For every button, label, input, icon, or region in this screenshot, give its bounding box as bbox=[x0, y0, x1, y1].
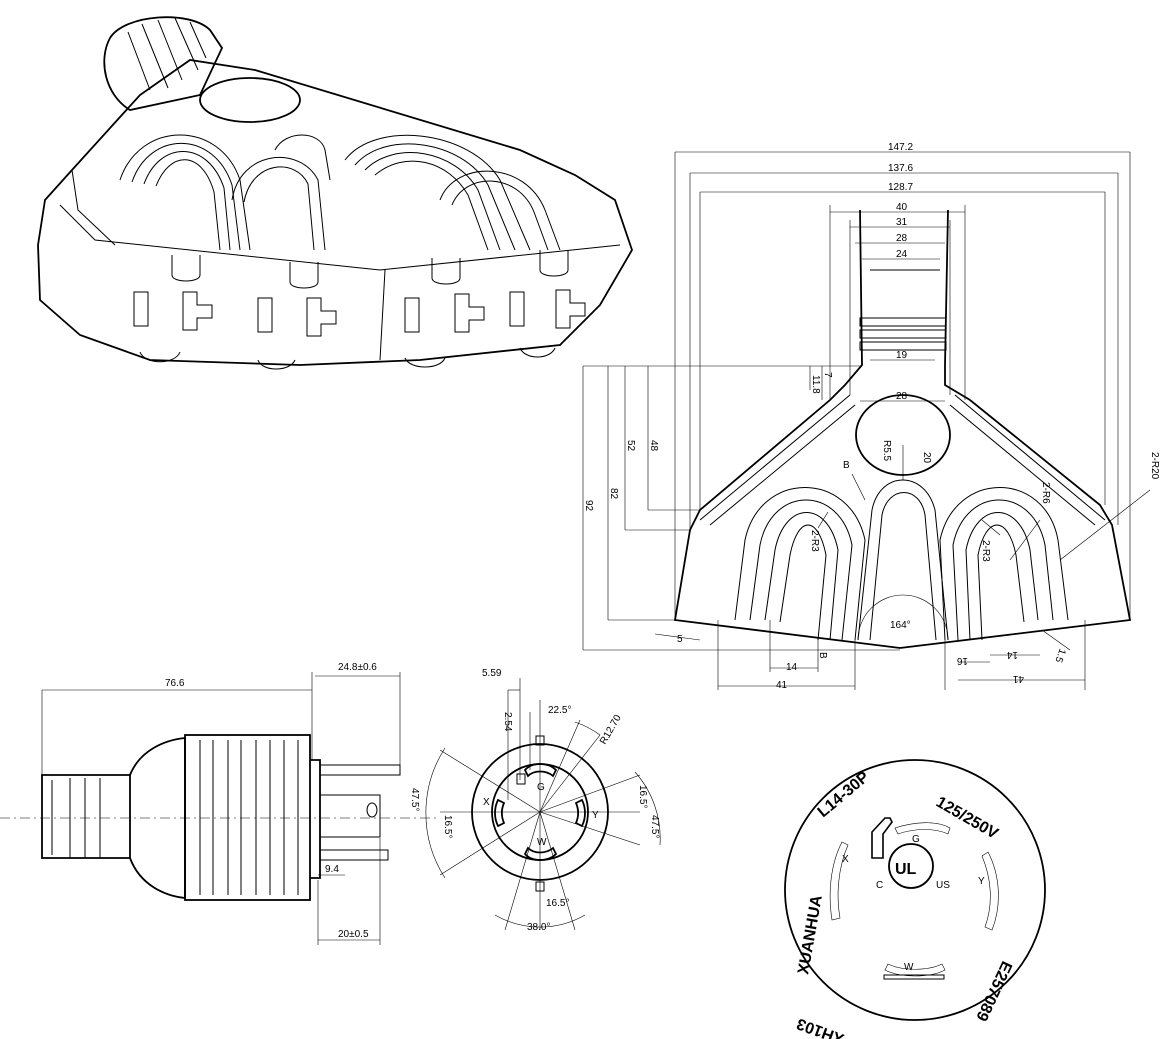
dim-24: 24 bbox=[896, 249, 908, 260]
plug-end-view: 5.59 2.54 22.5° R12.70 47.5° 16.5° 16.5°… bbox=[409, 668, 661, 933]
dim-76-6: 76.6 bbox=[165, 678, 185, 689]
face-letter-g: G bbox=[912, 834, 920, 845]
face-cert: E257089 bbox=[972, 958, 1015, 1023]
dim-41-right: 41 bbox=[1012, 673, 1024, 684]
dim-1-5: 1.5 bbox=[1052, 647, 1067, 664]
ul-c: C bbox=[876, 880, 883, 891]
dim-41-left: 41 bbox=[776, 680, 788, 691]
label-x: X bbox=[483, 797, 490, 808]
dim-5-59: 5.59 bbox=[482, 668, 502, 679]
dim-92: 92 bbox=[583, 500, 594, 512]
dim-82: 82 bbox=[608, 488, 619, 500]
dim-14-left: 14 bbox=[786, 662, 798, 673]
dim-24-8: 24.8±0.6 bbox=[338, 662, 377, 673]
face-letter-w: W bbox=[904, 962, 914, 973]
dim-2-54: 2.54 bbox=[502, 712, 513, 732]
dim-7: 7 bbox=[822, 372, 833, 378]
top-view: 147.2 137.6 128.7 40 31 28 24 19 28 20 R… bbox=[582, 142, 1160, 691]
dim-11-8: 11.8 bbox=[810, 375, 821, 394]
dim-28-hole: 28 bbox=[896, 391, 908, 402]
face-model: L14-30P bbox=[815, 768, 873, 821]
dim-20-hole: 20 bbox=[921, 452, 932, 464]
label-y: Y bbox=[592, 810, 599, 821]
section-b-top: B bbox=[843, 460, 850, 471]
face-letter-x: X bbox=[842, 854, 849, 865]
plug-face-label: UL C US G X Y W L14-30P 125/250V XUANHUA… bbox=[784, 759, 1046, 1039]
plug-side-view: 76.6 24.8±0.6 9.4 20±0.5 bbox=[0, 662, 440, 945]
dim-5: 5 bbox=[677, 634, 683, 645]
dim-48: 48 bbox=[648, 440, 659, 452]
dim-38: 38.0° bbox=[527, 922, 550, 933]
ul-mark: UL bbox=[895, 861, 917, 878]
dim-16-5-left: 16.5° bbox=[442, 815, 453, 838]
dim-r5-5: R5.5 bbox=[881, 440, 892, 462]
dim-47-5-left: 47.5° bbox=[409, 788, 420, 811]
dim-128-7: 128.7 bbox=[888, 182, 913, 193]
dim-31: 31 bbox=[896, 217, 908, 228]
dim-47-5-right: 47.5° bbox=[649, 815, 660, 838]
dim-16-5-bottom: 16.5° bbox=[546, 898, 569, 909]
dim-20: 20±0.5 bbox=[338, 929, 369, 940]
dim-9-4: 9.4 bbox=[325, 864, 339, 875]
dim-22-5: 22.5° bbox=[548, 705, 571, 716]
face-code: XH103 bbox=[794, 1014, 846, 1039]
dim-19: 19 bbox=[896, 350, 908, 361]
dim-16-right: 16 bbox=[956, 655, 968, 666]
label-w: W bbox=[537, 837, 547, 848]
face-rating: 125/250V bbox=[933, 794, 1001, 843]
ul-us: US bbox=[936, 880, 950, 891]
dim-14-right: 14 bbox=[1006, 649, 1018, 660]
dim-164-deg: 164° bbox=[890, 620, 911, 631]
dim-2-r6: 2-R6 bbox=[1040, 482, 1051, 504]
dim-16-5-right: 16.5° bbox=[637, 785, 648, 808]
label-g: G bbox=[537, 782, 545, 793]
face-brand: XUANHUA bbox=[795, 894, 826, 976]
isometric-view bbox=[37, 16, 633, 370]
dim-2-r3-right: 2-R3 bbox=[980, 540, 991, 562]
dim-137-6: 137.6 bbox=[888, 163, 913, 174]
dim-147-2: 147.2 bbox=[888, 142, 913, 153]
dim-28: 28 bbox=[896, 233, 908, 244]
dim-52: 52 bbox=[625, 440, 636, 452]
section-b-bottom: B bbox=[817, 652, 828, 659]
dim-r12-70: R12.70 bbox=[598, 713, 624, 747]
dim-2-r20: 2-R20 bbox=[1149, 452, 1160, 480]
dim-40: 40 bbox=[896, 202, 908, 213]
dim-2-r3-left: 2-R3 bbox=[809, 530, 820, 552]
face-letter-y: Y bbox=[978, 876, 985, 887]
